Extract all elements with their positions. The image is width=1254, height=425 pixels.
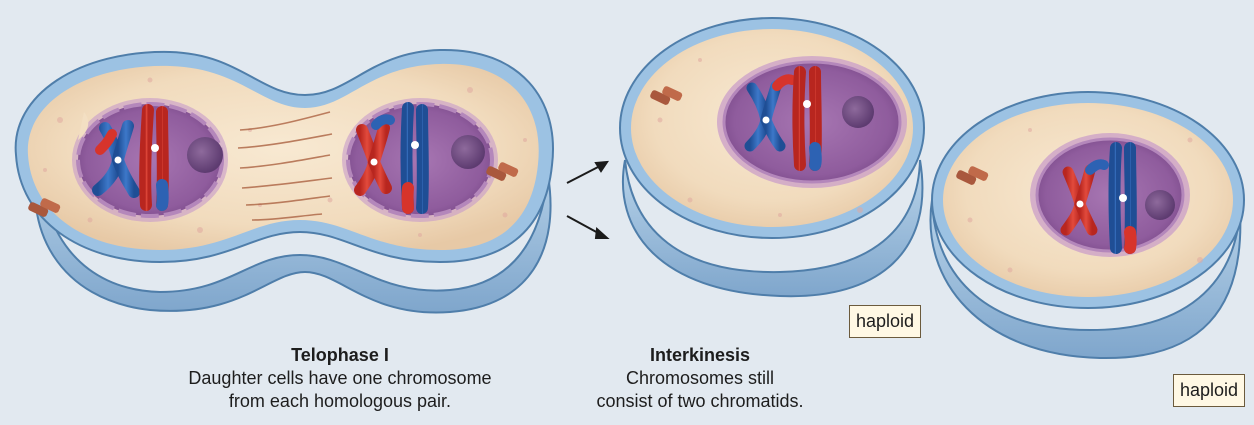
interkinesis-description-line-2: consist of two chromatids.	[555, 390, 845, 413]
arrows	[567, 162, 607, 238]
interkinesis-title: Interkinesis	[555, 344, 845, 367]
interkinesis-caption: Interkinesis Chromosomes still consist o…	[555, 344, 845, 413]
arrow-up	[567, 166, 600, 183]
telophase-caption: Telophase I Daughter cells have one chro…	[170, 344, 510, 413]
haploid-label-2: haploid	[1173, 374, 1245, 407]
nucleolus	[842, 96, 874, 128]
nucleolus	[187, 137, 223, 173]
telophase-right-nucleus	[342, 98, 498, 222]
telophase-cell	[16, 50, 553, 313]
haploid-label-1: haploid	[849, 305, 921, 338]
interkinesis-cell-2	[930, 92, 1244, 358]
interkinesis-description-line-1: Chromosomes still	[555, 367, 845, 390]
telophase-description-line-1: Daughter cells have one chromosome	[170, 367, 510, 390]
interkinesis-cell-1	[620, 18, 924, 296]
nucleolus	[451, 135, 485, 169]
arrow-down	[567, 216, 600, 234]
telophase-left-nucleus	[72, 98, 228, 222]
telophase-description-line-2: from each homologous pair.	[170, 390, 510, 413]
telophase-title: Telophase I	[170, 344, 510, 367]
nucleolus	[1145, 190, 1175, 220]
